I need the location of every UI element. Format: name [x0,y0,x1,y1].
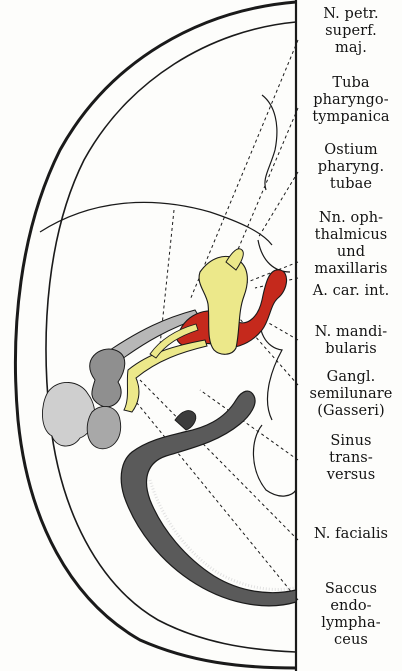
label-n-facialis: N. facialis [300,526,402,543]
saccus-endolymphaceus [175,411,196,430]
sinus-highlight [150,480,294,589]
label-tuba: Tuba pharyngo- tympanica [300,75,402,126]
label-a-car-int: A. car. int. [300,283,402,300]
mastoid-cells-gray [42,382,94,446]
labyrinth-gray [87,406,120,448]
middle-ear-gray [90,349,125,407]
middle-fossa-outline [40,202,272,245]
label-sinus: Sinus trans- versus [300,433,402,484]
facial-nerve-yellow [124,340,207,412]
label-column: N. petr. superf. maj. Tuba pharyngo- tym… [300,0,402,671]
posterior-fossa-outline [253,425,296,496]
label-saccus: Saccus endo- lympha- ceus [300,581,402,649]
sinus-transversus-band [121,391,296,606]
label-gangl: Gangl. semilunare (Gasseri) [300,369,402,420]
label-nn-ophthalmicus: Nn. oph- thalmicus und maxillaris [300,210,402,278]
label-ostium: Ostium pharyng. tubae [300,142,402,193]
label-n-mandibularis: N. mandi- bularis [300,324,402,358]
label-n-petr: N. petr. superf. maj. [300,6,402,57]
